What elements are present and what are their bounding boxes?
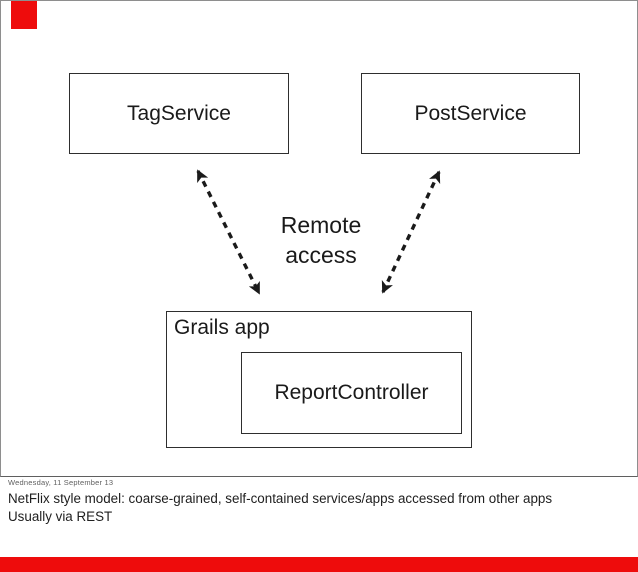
remote-access-label: Remote access: [241, 210, 401, 270]
grails-app-label: Grails app: [174, 316, 270, 339]
red-bottom-bar: [0, 557, 638, 572]
speaker-notes-line1: NetFlix style model: coarse-grained, sel…: [8, 491, 553, 506]
tagservice-box: TagService: [69, 73, 289, 154]
remote-access-line2: access: [285, 242, 357, 268]
remote-access-line1: Remote: [280, 212, 362, 238]
grails-app-box: Grails app ReportController: [166, 311, 472, 448]
report-controller-label: ReportController: [274, 381, 429, 404]
tagservice-label: TagService: [127, 101, 231, 125]
speaker-notes: NetFlix style model: coarse-grained, sel…: [8, 490, 634, 526]
red-accent-topleft: [11, 1, 37, 29]
postservice-box: PostService: [361, 73, 580, 154]
export-date: Wednesday, 11 September 13: [8, 478, 114, 487]
report-controller-box: ReportController: [241, 352, 462, 434]
slide-canvas: TagService PostService Remote access Gra…: [0, 0, 638, 477]
speaker-notes-line2: Usually via REST: [8, 509, 113, 524]
postservice-label: PostService: [414, 101, 527, 125]
